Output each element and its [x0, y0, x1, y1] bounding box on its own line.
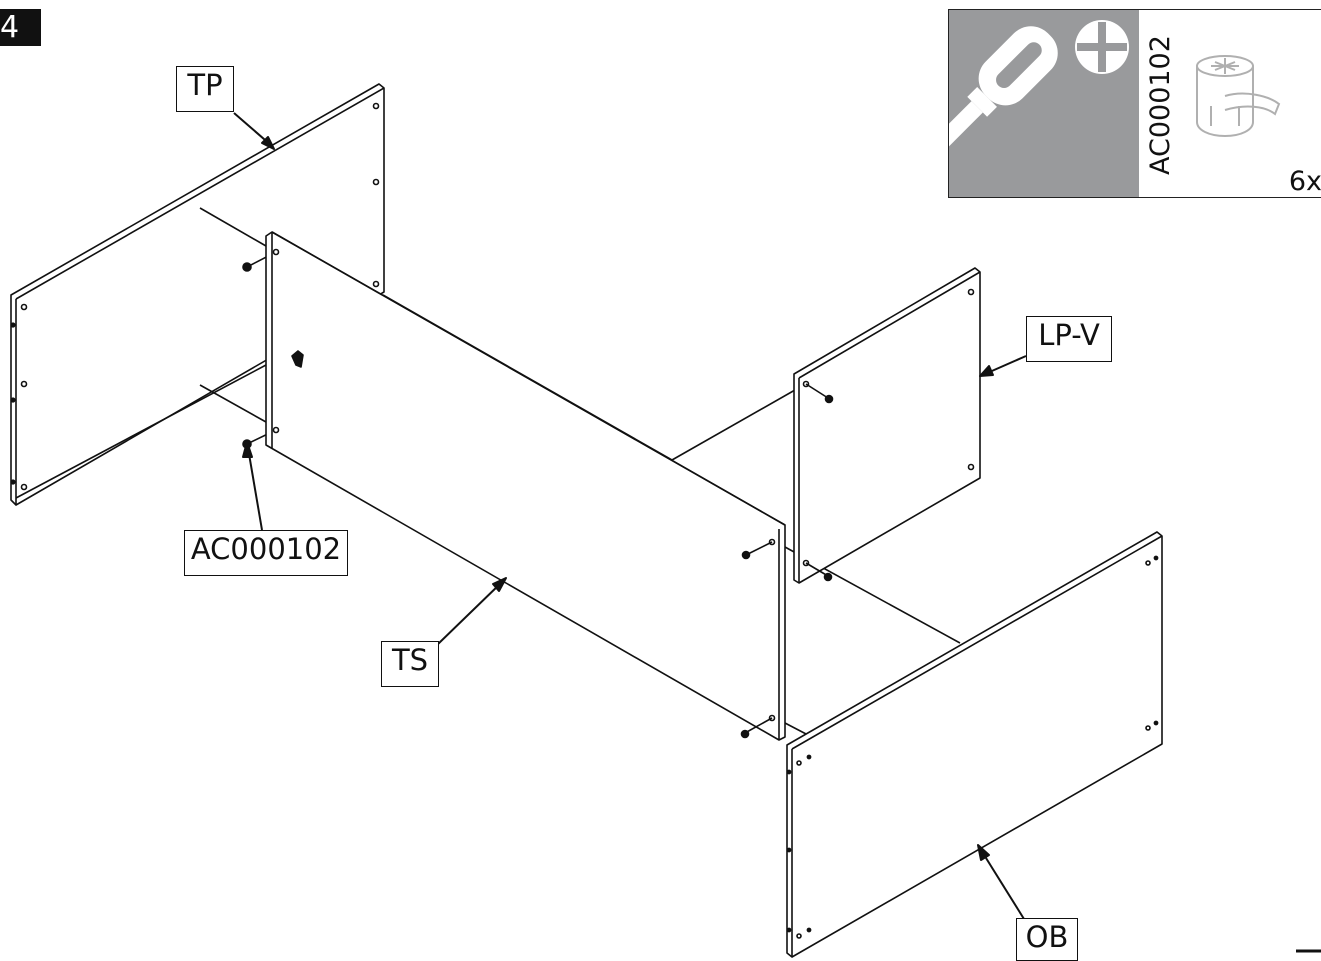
- tool-panel: [949, 10, 1139, 197]
- dowel-lines-tp: [15, 207, 277, 499]
- hardware-code: AC000102: [1145, 35, 1176, 175]
- label-fitting: AC000102: [184, 530, 348, 576]
- leader-arrows: [233, 112, 1027, 920]
- panel-ts: [265, 231, 786, 741]
- panel-lp-v: [793, 267, 981, 584]
- cam-lock-icon: [1196, 55, 1281, 138]
- hardware-box: AC000102 6x: [948, 9, 1321, 198]
- ts-end-fittings: [740, 541, 773, 739]
- phillips-screwdriver-icon: [949, 20, 1129, 153]
- panel-ob: [786, 531, 1163, 958]
- label-lp-v: LP-V: [1026, 316, 1112, 362]
- label-ts: TS: [381, 641, 439, 687]
- label-tp: TP: [176, 66, 234, 112]
- hardware-quantity: 6x: [1288, 166, 1321, 197]
- label-ob: OB: [1016, 918, 1078, 961]
- panel-tp: [10, 83, 385, 506]
- step-number: 4: [0, 9, 41, 46]
